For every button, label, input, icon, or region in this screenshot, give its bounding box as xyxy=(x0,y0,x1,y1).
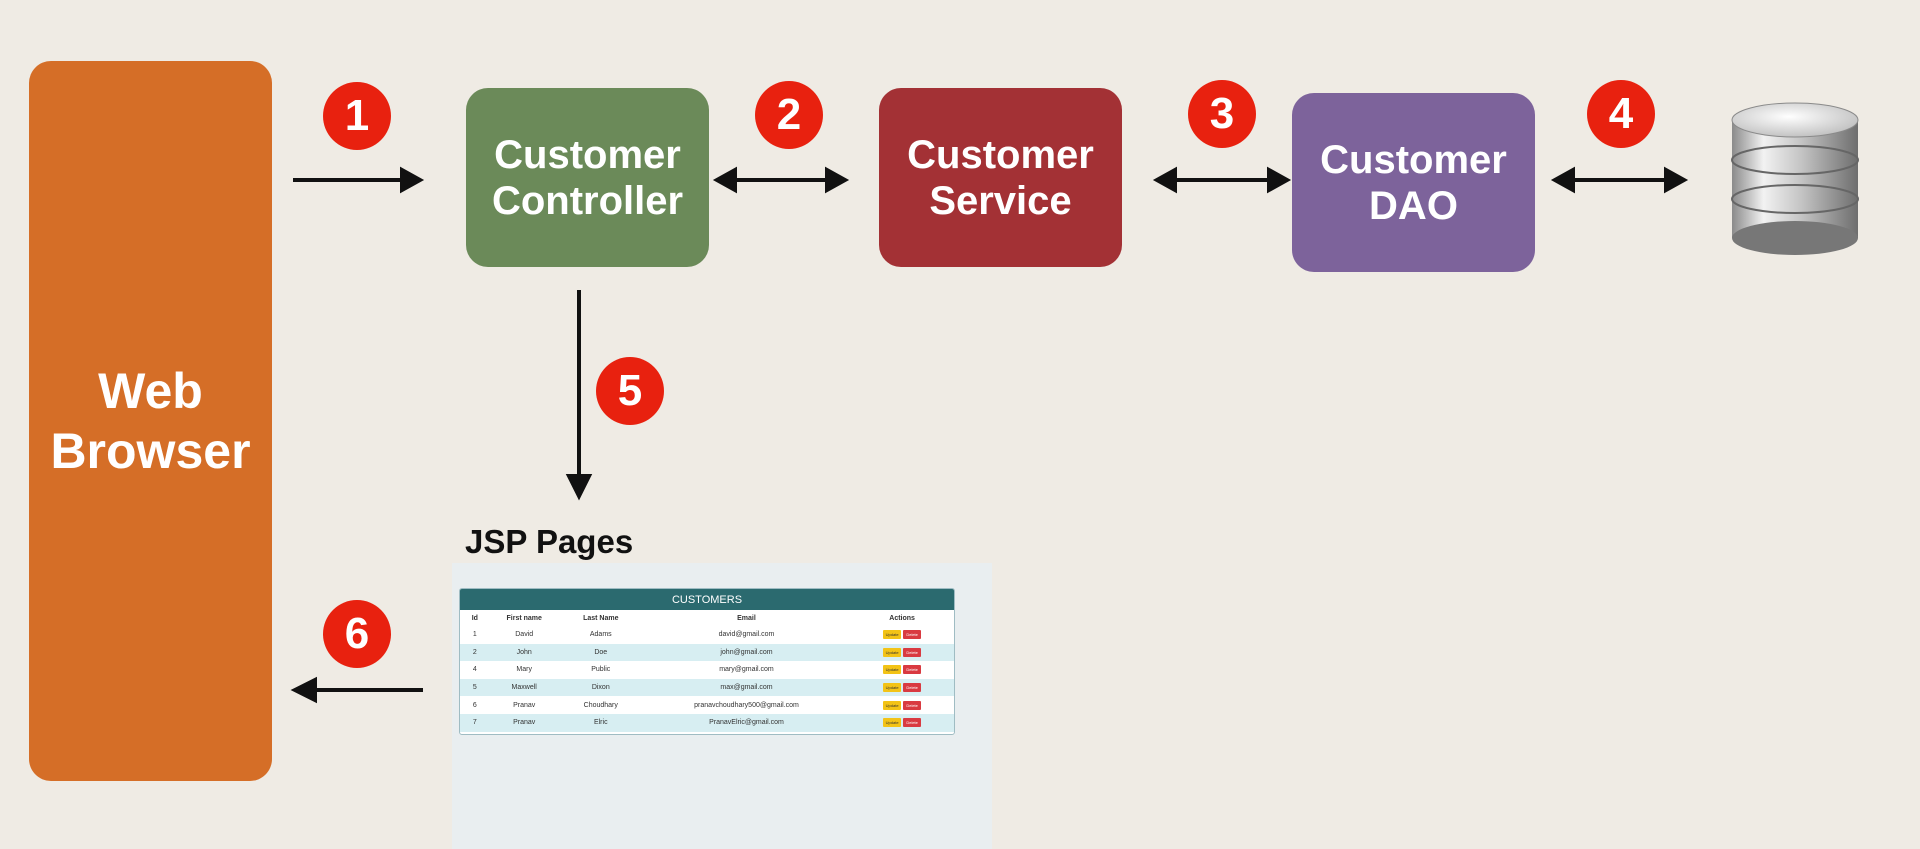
jsp-pages-title: JSP Pages xyxy=(465,523,634,560)
update-button[interactable]: Update xyxy=(883,665,902,675)
update-button[interactable]: Update xyxy=(883,630,902,640)
customer-service-node: Customer Service xyxy=(879,88,1122,267)
column-header: Id xyxy=(471,614,478,622)
cell-last: Public xyxy=(591,666,611,674)
update-button[interactable]: Update xyxy=(883,718,902,728)
delete-button[interactable]: Delete xyxy=(903,647,922,657)
update-button[interactable]: Update xyxy=(883,700,902,710)
cell-first: John xyxy=(489,643,559,662)
column-header: Email xyxy=(737,614,756,622)
cell-email: john@gmail.com xyxy=(642,643,851,662)
column-header: First name xyxy=(506,614,542,622)
cell-email: max@gmail.com xyxy=(642,678,851,697)
update-button[interactable]: Update xyxy=(883,647,902,657)
web-browser-node: Web Browser xyxy=(29,61,272,781)
update-button[interactable]: Update xyxy=(883,683,902,693)
step-badge-1: 1 xyxy=(323,82,391,150)
cell-last: Dixon xyxy=(558,678,643,697)
delete-button[interactable]: Delete xyxy=(903,683,922,693)
cell-last: Doe xyxy=(558,643,643,662)
cell-id: 2 xyxy=(460,643,490,662)
cell-first: Pranav xyxy=(489,713,559,732)
cell-id: 6 xyxy=(472,701,477,709)
table-header-row: Id First name Last Name Email Actions xyxy=(460,610,954,626)
step-badge-4: 4 xyxy=(1587,80,1655,148)
cell-first: David xyxy=(515,631,534,639)
customers-table-card: CUSTOMERS Id First name Last Name Email … xyxy=(459,588,955,735)
customer-controller-node: Customer Controller xyxy=(466,88,709,267)
cell-first: Maxwell xyxy=(489,678,559,697)
column-header: Actions xyxy=(889,614,915,622)
cell-id: 1 xyxy=(472,631,477,639)
step-badge-6: 6 xyxy=(323,600,391,668)
jsp-screenshot: CUSTOMERS Id First name Last Name Email … xyxy=(452,563,992,849)
column-header: Last Name xyxy=(583,614,619,622)
table-row: 6 Pranav Choudhary pranavchoudhary500@gmail… xyxy=(460,696,954,714)
cell-id: 7 xyxy=(460,713,490,732)
step-badge-3: 3 xyxy=(1188,80,1256,148)
cell-last: Elric xyxy=(558,713,643,732)
cell-email: david@gmail.com xyxy=(718,631,775,639)
cell-email: mary@gmail.com xyxy=(719,666,774,674)
delete-button[interactable]: Delete xyxy=(903,665,922,675)
cell-id: 5 xyxy=(460,678,490,697)
cell-id: 4 xyxy=(472,666,477,674)
step-badge-2: 2 xyxy=(755,81,823,149)
cell-email: pranavchoudhary500@gmail.com xyxy=(694,701,799,709)
step-badge-5: 5 xyxy=(596,357,664,425)
delete-button[interactable]: Delete xyxy=(903,630,922,640)
cell-first: Mary xyxy=(516,666,532,674)
customer-dao-node: Customer DAO xyxy=(1292,93,1535,272)
delete-button[interactable]: Delete xyxy=(903,718,922,728)
cell-email: PranavElric@gmail.com xyxy=(642,713,851,732)
database-icon xyxy=(1731,102,1859,255)
cell-first: Pranav xyxy=(513,701,536,709)
delete-button[interactable]: Delete xyxy=(903,700,922,710)
customers-table-title: CUSTOMERS xyxy=(460,589,954,610)
cell-last: Adams xyxy=(589,631,612,639)
cell-last: Choudhary xyxy=(583,701,618,709)
